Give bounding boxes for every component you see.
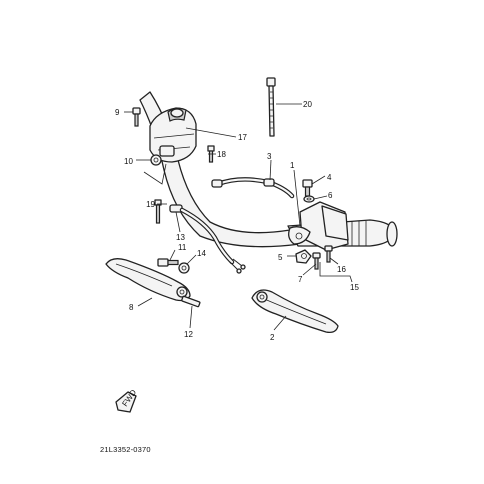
adjuster-12 xyxy=(181,295,201,308)
fwd-marker: FWD xyxy=(115,388,138,413)
callout-4: 4 xyxy=(327,173,332,182)
callout-5: 5 xyxy=(278,253,283,262)
nut-10 xyxy=(150,154,162,166)
bolt-19 xyxy=(154,199,162,224)
callout-1: 1 xyxy=(290,161,295,170)
callout-13: 13 xyxy=(176,233,185,242)
lever-2 xyxy=(251,289,339,334)
lever-holder xyxy=(288,201,349,251)
callout-8: 8 xyxy=(129,303,134,312)
callout-18: 18 xyxy=(217,150,226,159)
cable-3 xyxy=(211,177,295,199)
callout-14: 14 xyxy=(197,249,206,258)
callout-20: 20 xyxy=(303,100,312,109)
drawing-code: 21L3352-0370 xyxy=(100,445,151,454)
bolt-4 xyxy=(302,179,313,197)
screw-16 xyxy=(324,245,333,263)
callout-7: 7 xyxy=(298,275,303,284)
callout-10: 10 xyxy=(124,157,133,166)
callout-9: 9 xyxy=(115,108,120,117)
callout-19: 19 xyxy=(146,200,155,209)
lever-8 xyxy=(105,258,191,302)
nut-5 xyxy=(295,249,312,264)
callout-12: 12 xyxy=(184,330,193,339)
callouts: 1 2 3 4 5 6 7 8 9 10 11 12 13 14 15 16 1… xyxy=(115,100,359,342)
switch-housing xyxy=(149,107,197,163)
callout-11: 11 xyxy=(178,243,187,252)
callout-16: 16 xyxy=(337,265,346,274)
screw-7 xyxy=(312,252,321,270)
callout-3: 3 xyxy=(267,152,272,161)
nut-14 xyxy=(178,262,190,274)
cable-tie-20 xyxy=(266,77,276,137)
callout-15: 15 xyxy=(350,283,359,292)
bolt-18 xyxy=(207,145,215,163)
screw-11 xyxy=(157,258,179,267)
washer-6 xyxy=(303,195,315,203)
callout-2: 2 xyxy=(270,333,275,342)
callout-17: 17 xyxy=(238,133,247,142)
callout-6: 6 xyxy=(328,191,333,200)
leader-lines xyxy=(124,103,353,331)
screw-9 xyxy=(132,107,141,127)
